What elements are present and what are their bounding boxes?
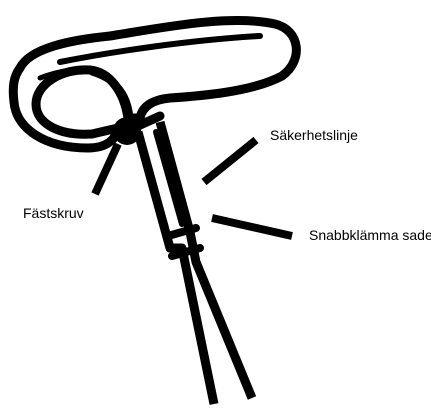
saddle-inner-curve <box>88 68 134 122</box>
seat-post-top-cap <box>133 111 165 131</box>
saddle-top-edge <box>57 33 263 65</box>
label-fastskruv: Fästskruv <box>23 205 84 221</box>
label-sakerhetslinje: Säkerhetslinje <box>270 127 358 143</box>
saddle <box>8 16 301 153</box>
saddle-outline <box>8 16 301 153</box>
quick-release-clamp-bottom <box>168 244 204 260</box>
leader-line-fastskruv <box>91 142 122 196</box>
seat-post <box>133 111 257 405</box>
quick-release-clamp-top <box>164 224 200 240</box>
leader-line-snabbklamma <box>211 214 293 240</box>
seat-post-inner-left <box>137 137 169 239</box>
saddle-rear-inner <box>37 66 99 81</box>
label-snabbklamma-sadel: Snabbklämma sadel <box>309 227 431 243</box>
leader-line-sakerhetslinje <box>201 136 259 186</box>
seat-post-inner-right <box>153 129 185 227</box>
